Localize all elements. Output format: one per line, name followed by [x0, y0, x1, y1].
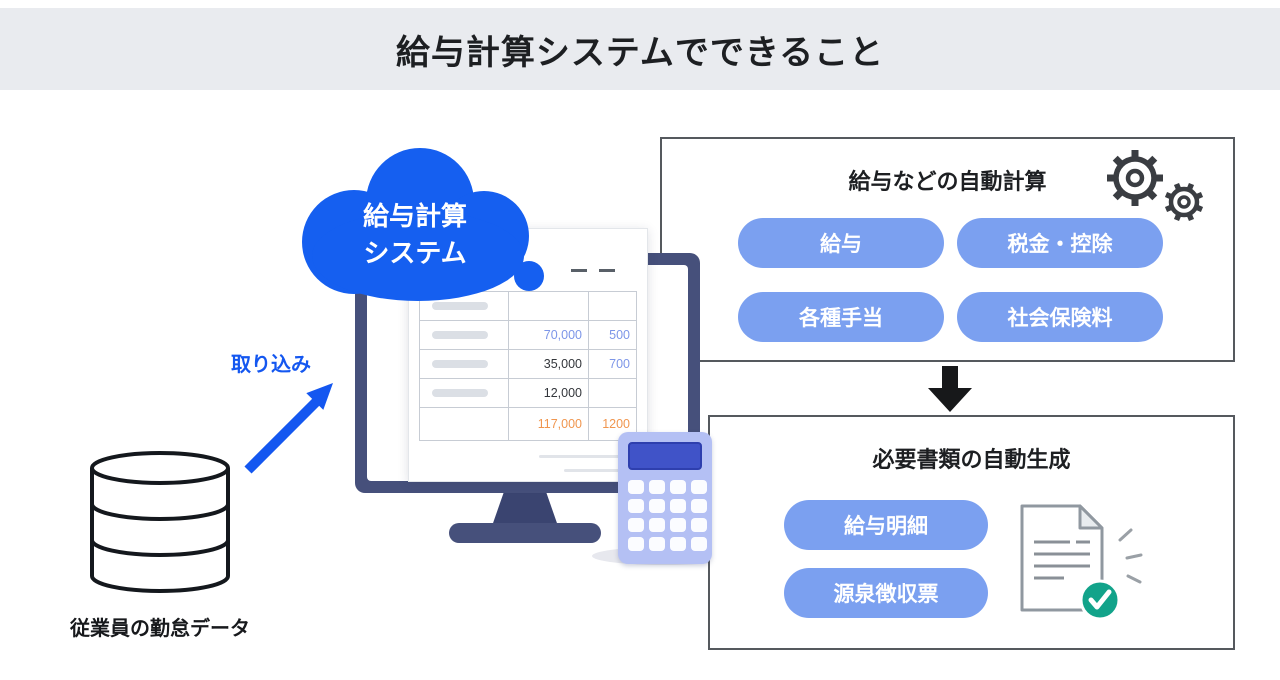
placeholder-line	[539, 455, 625, 458]
calc-button	[628, 537, 644, 551]
calc-button	[670, 518, 686, 532]
gears-icon	[1107, 150, 1204, 222]
cloud-label: 給与計算 システム	[300, 198, 530, 272]
page-title: 給与計算システムでできること	[395, 33, 885, 72]
pill-allowances: 各種手当	[738, 292, 944, 342]
calc-button	[691, 537, 707, 551]
total-amount-cell: 117,000	[537, 417, 582, 431]
auto-calc-title: 給与などの自動計算	[848, 169, 1047, 194]
calc-button	[691, 499, 707, 513]
calc-button	[691, 480, 707, 494]
amount-cell: 12,000	[543, 386, 582, 400]
dash-line	[571, 269, 587, 272]
pill-salary: 給与	[738, 218, 944, 268]
import-label: 取り込み	[231, 354, 311, 376]
cloud-label-line1: 給与計算	[362, 201, 467, 231]
placeholder-bar	[432, 331, 488, 339]
document-check-icon	[1020, 504, 1143, 621]
auto-docs-title: 必要書類の自動生成	[872, 447, 1071, 472]
calc-button	[670, 480, 686, 494]
down-arrow-icon	[928, 366, 972, 412]
payroll-cloud-icon	[302, 148, 544, 301]
table-row: 12,000	[420, 378, 636, 407]
table-row: 35,000 700	[420, 349, 636, 378]
placeholder-line	[564, 469, 625, 472]
import-arrow-icon	[244, 383, 333, 474]
calc-button	[691, 518, 707, 532]
placeholder-bar	[432, 302, 488, 310]
sub-cell: 500	[609, 328, 630, 342]
monitor-stand-base	[449, 523, 601, 543]
pill-tax-deduction: 税金・控除	[957, 218, 1163, 268]
calc-button	[670, 499, 686, 513]
amount-cell: 35,000	[543, 357, 582, 371]
pill-social-insurance: 社会保険料	[957, 292, 1163, 342]
total-sub-cell: 1200	[602, 417, 630, 431]
spreadsheet-table: 70,000 500 35,000 700 12,000 117,000 120…	[419, 291, 637, 441]
calculator-screen	[628, 442, 702, 470]
pill-payslip: 給与明細	[784, 500, 988, 550]
table-row	[420, 292, 636, 320]
placeholder-bar	[432, 389, 488, 397]
dash-line	[599, 269, 615, 272]
calculator-keys	[628, 480, 707, 551]
attendance-database-icon	[90, 451, 230, 593]
calc-button	[670, 537, 686, 551]
calc-button	[649, 518, 665, 532]
calc-button	[628, 518, 644, 532]
placeholder-bar	[432, 360, 488, 368]
cloud-label-line2: システム	[363, 238, 467, 268]
monitor-stand-neck	[492, 492, 558, 526]
header-band: 給与計算システムでできること	[0, 8, 1280, 90]
sub-cell: 700	[609, 357, 630, 371]
calculator-icon	[618, 432, 712, 564]
calc-button	[628, 480, 644, 494]
calc-button	[649, 480, 665, 494]
calc-button	[649, 537, 665, 551]
amount-cell: 70,000	[543, 328, 582, 342]
attendance-database-label: 従業員の勤怠データ	[70, 618, 250, 640]
calc-button	[649, 499, 665, 513]
pill-withholding-slip: 源泉徴収票	[784, 568, 988, 618]
table-total-row: 117,000 1200	[420, 407, 636, 440]
table-row: 70,000 500	[420, 320, 636, 349]
calc-button	[628, 499, 644, 513]
